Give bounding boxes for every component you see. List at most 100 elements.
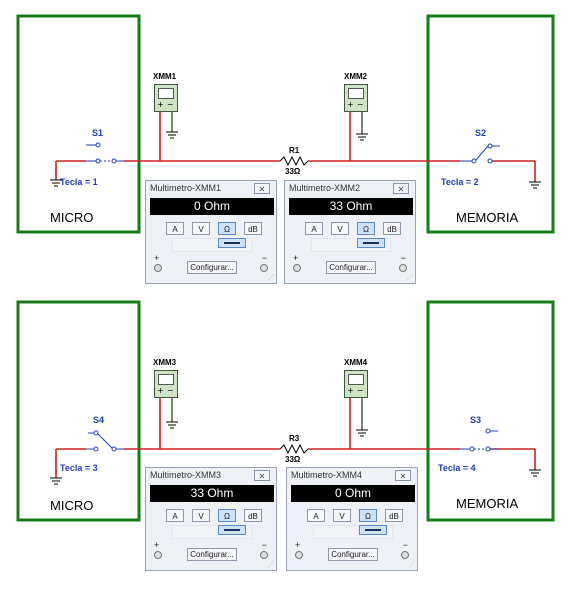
meter-tag-xmm3: XMM3: [153, 358, 177, 367]
resistor-value-r1: 33Ω: [285, 167, 301, 176]
meter-tag-xmm2: XMM2: [344, 72, 368, 81]
minus-label: −: [400, 253, 406, 263]
negative-terminal[interactable]: [260, 551, 268, 559]
switch-key-s3-label: Tecla = 3: [60, 463, 98, 473]
reading-display: 0 Ohm: [150, 198, 274, 215]
meter-tag-xmm1: XMM1: [153, 72, 177, 81]
configure-button[interactable]: Configurar...: [187, 548, 237, 561]
plus-label: +: [293, 253, 299, 263]
dc-mode-button[interactable]: [359, 525, 387, 535]
mode-button-db[interactable]: dB: [244, 509, 262, 522]
negative-terminal[interactable]: [260, 264, 268, 272]
switch-name-s2: S2: [475, 128, 487, 138]
ground-icon: [50, 179, 62, 187]
multimeter-panel-xmm1[interactable]: Multimetro-XMM1 ✕ 0 Ohm A V Ω dB + − Con…: [145, 180, 277, 284]
micro-box-bottom: [16, 300, 141, 522]
memoria-box-bottom: [426, 300, 555, 522]
panel-title: Multimetro-XMM4: [291, 470, 363, 480]
plus-label: +: [154, 253, 160, 263]
micro-label: MICRO: [50, 210, 94, 225]
panel-titlebar[interactable]: Multimetro-XMM4 ✕: [287, 468, 417, 483]
positive-terminal[interactable]: [295, 551, 303, 559]
switch-s4-symbol[interactable]: [86, 430, 124, 452]
minus-label: −: [402, 540, 408, 550]
switch-name-s3: S3: [470, 415, 482, 425]
ground-icon: [166, 421, 178, 429]
main-wire-top: [55, 112, 536, 182]
multimeter-panel-xmm4[interactable]: Multimetro-XMM4 ✕ 0 Ohm A V Ω dB + − Con…: [286, 467, 418, 571]
resistor-icon: [279, 443, 309, 455]
configure-button[interactable]: Configurar...: [326, 261, 376, 274]
multimeter-panel-xmm3[interactable]: Multimetro-XMM3 ✕ 33 Ohm A V Ω dB + − Co…: [145, 467, 277, 571]
switch-key-s4-label: Tecla = 4: [438, 463, 476, 473]
close-icon[interactable]: ✕: [395, 470, 411, 481]
multimeter-panel-xmm2[interactable]: Multimetro-XMM2 ✕ 33 Ohm A V Ω dB + − Co…: [284, 180, 416, 284]
multimeter-icon[interactable]: +−: [154, 370, 178, 398]
resistor-value-r3: 33Ω: [285, 455, 301, 464]
switch-key-s1: Tecla = 1: [60, 177, 98, 187]
resize-grip[interactable]: ⋰: [409, 562, 415, 568]
switch-s3-symbol[interactable]: [460, 428, 498, 452]
mode-button-ohm[interactable]: Ω: [359, 509, 377, 522]
mode-button-ohm[interactable]: Ω: [357, 222, 375, 235]
mode-button-v[interactable]: V: [192, 509, 210, 522]
mode-button-v[interactable]: V: [192, 222, 210, 235]
dc-mode-button[interactable]: [218, 525, 246, 535]
dc-mode-button[interactable]: [218, 238, 246, 248]
close-icon[interactable]: ✕: [393, 183, 409, 194]
memoria-box-top: [426, 14, 555, 234]
mode-button-a[interactable]: A: [166, 222, 184, 235]
micro-label: MICRO: [50, 498, 94, 513]
ground-icon: [529, 469, 541, 477]
plus-label: +: [154, 540, 160, 550]
resize-grip[interactable]: ⋰: [268, 275, 274, 281]
positive-terminal[interactable]: [293, 264, 301, 272]
close-icon[interactable]: ✕: [254, 470, 270, 481]
minus-label: −: [261, 253, 267, 263]
switch-s1-symbol[interactable]: [86, 142, 124, 164]
positive-terminal[interactable]: [154, 551, 162, 559]
configure-button[interactable]: Configurar...: [187, 261, 237, 274]
meter-tag-xmm4: XMM4: [344, 358, 368, 367]
ground-icon: [166, 131, 178, 139]
panel-titlebar[interactable]: Multimetro-XMM3 ✕: [146, 468, 276, 483]
negative-terminal[interactable]: [399, 264, 407, 272]
mode-button-v[interactable]: V: [331, 222, 349, 235]
mode-button-a[interactable]: A: [307, 509, 325, 522]
resize-grip[interactable]: ⋰: [407, 275, 413, 281]
panel-titlebar[interactable]: Multimetro-XMM1 ✕: [146, 181, 276, 196]
mode-button-a[interactable]: A: [166, 509, 184, 522]
switch-s2-symbol[interactable]: [460, 143, 500, 164]
panel-titlebar[interactable]: Multimetro-XMM2 ✕: [285, 181, 415, 196]
positive-terminal[interactable]: [154, 264, 162, 272]
multimeter-icon[interactable]: +−: [344, 84, 368, 112]
multimeter-icon[interactable]: +−: [344, 370, 368, 398]
close-icon[interactable]: ✕: [254, 183, 270, 194]
dc-mode-button[interactable]: [357, 238, 385, 248]
switch-key-s2: Tecla = 2: [441, 177, 479, 187]
resistor-icon: [279, 155, 309, 167]
mode-button-db[interactable]: dB: [244, 222, 262, 235]
configure-button[interactable]: Configurar...: [328, 548, 378, 561]
plus-label: +: [295, 540, 301, 550]
ground-icon: [529, 181, 541, 189]
multimeter-icon[interactable]: +−: [154, 84, 178, 112]
switch-name-s1: S1: [92, 128, 104, 138]
ground-icon: [50, 477, 62, 485]
panel-title: Multimetro-XMM2: [289, 183, 361, 193]
reading-display: 0 Ohm: [291, 485, 415, 502]
main-wire-bottom: [55, 398, 536, 478]
mode-button-v[interactable]: V: [333, 509, 351, 522]
mode-button-ohm[interactable]: Ω: [218, 509, 236, 522]
reading-display: 33 Ohm: [150, 485, 274, 502]
mode-button-db[interactable]: dB: [383, 222, 401, 235]
resize-grip[interactable]: ⋰: [268, 562, 274, 568]
panel-title: Multimetro-XMM3: [150, 470, 222, 480]
mode-button-a[interactable]: A: [305, 222, 323, 235]
mode-button-db[interactable]: dB: [385, 509, 403, 522]
mode-button-ohm[interactable]: Ω: [218, 222, 236, 235]
resistor-name-r1: R1: [289, 146, 300, 155]
negative-terminal[interactable]: [401, 551, 409, 559]
reading-display: 33 Ohm: [289, 198, 413, 215]
